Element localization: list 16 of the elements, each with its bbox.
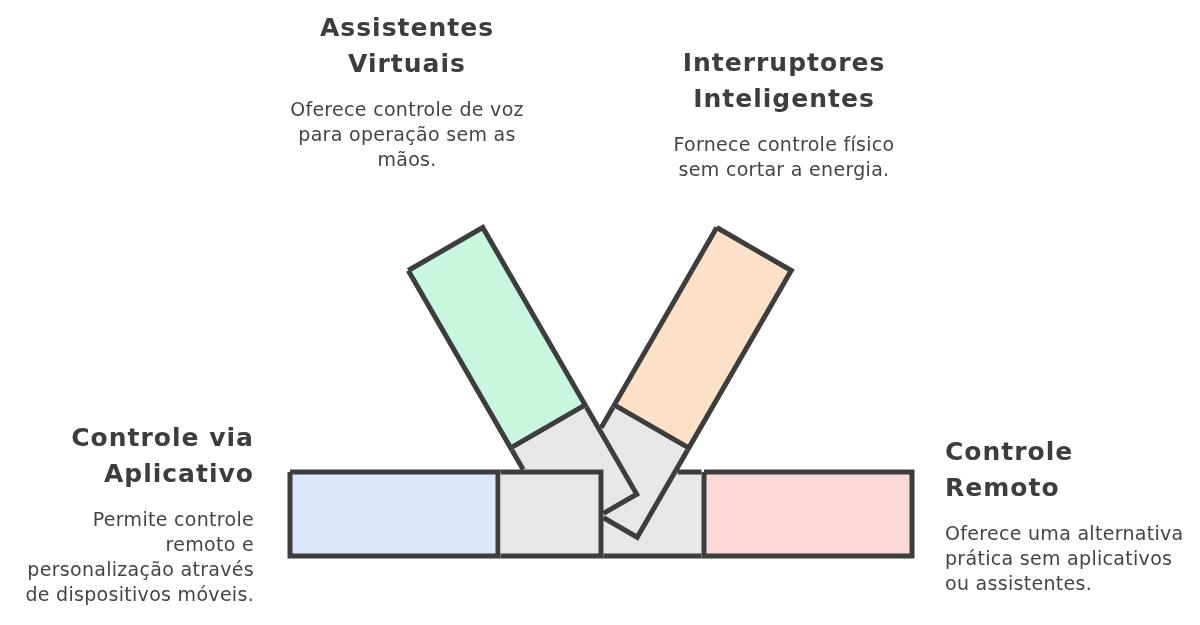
joint-segment — [509, 404, 641, 516]
joint-segment — [500, 469, 604, 559]
bar-segment — [610, 224, 795, 452]
heading: Assistentes Virtuais — [318, 12, 496, 80]
bar-segment — [701, 469, 915, 559]
heading: Controle Remoto — [945, 436, 1075, 504]
description: Oferece controle de voz para operação sem as mãos. — [289, 97, 525, 172]
bar-segment — [404, 224, 589, 452]
description: Fornece controle físico sem cortar a energia. — [672, 132, 896, 182]
description: Permite controle remoto e personalização através de dispositivos móveis. — [25, 507, 254, 607]
joint-segment — [601, 469, 704, 559]
heading: Interruptores Inteligentes — [681, 47, 887, 115]
description: Oferece uma alternativa prática sem aplicativos ou assistentes. — [945, 521, 1185, 596]
bar-segment — [287, 469, 501, 559]
heading: Controle via Aplicativo — [70, 422, 254, 490]
joint-segment — [598, 404, 690, 541]
